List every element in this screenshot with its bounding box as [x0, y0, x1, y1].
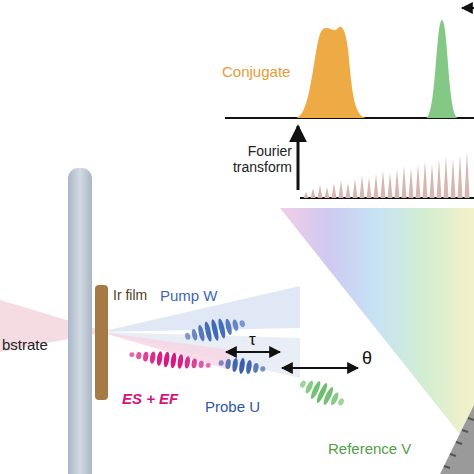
part-label: Ir film	[113, 287, 147, 303]
fringe	[402, 166, 407, 198]
fringe	[388, 173, 393, 198]
grating-teeth	[444, 418, 474, 468]
fringe	[444, 156, 449, 198]
fringe	[374, 174, 379, 198]
spectrum-fan	[280, 208, 474, 445]
angle-symbol: θ	[362, 348, 372, 369]
fringe	[367, 178, 372, 198]
part-label: bstrate	[2, 336, 48, 353]
fringe	[423, 161, 428, 198]
field-label: ES + EF	[122, 390, 178, 407]
substrate	[68, 168, 92, 474]
fringe	[339, 180, 344, 198]
beam-label: Probe U	[205, 398, 260, 415]
signal-peak	[426, 20, 458, 118]
fringe	[458, 155, 463, 198]
pump-beam	[100, 286, 300, 332]
probe-beam	[100, 332, 300, 378]
beam-label: Pump W	[160, 287, 218, 304]
light-pulse	[218, 355, 267, 377]
fringe	[346, 182, 351, 198]
fringe	[353, 179, 358, 198]
light-pulse	[296, 373, 348, 413]
peak-label: Conjugate	[222, 63, 290, 80]
light-pulse	[128, 346, 212, 373]
fringe	[451, 158, 456, 198]
conjugate-peak	[296, 27, 366, 118]
fringe	[360, 175, 365, 198]
fringe	[395, 169, 400, 198]
fringe	[416, 164, 421, 198]
fringe	[430, 163, 435, 198]
fringe	[318, 185, 323, 198]
fringe	[332, 184, 337, 198]
fringe	[465, 151, 470, 198]
process-label: Fourier transform	[220, 143, 292, 175]
grating	[440, 405, 474, 474]
ft-arrow	[297, 126, 300, 190]
delay-symbol: τ	[249, 330, 256, 350]
fringe	[325, 187, 330, 198]
fringe	[311, 188, 316, 198]
arrow	[462, 7, 474, 9]
fringe	[437, 160, 442, 198]
angle-arrow	[282, 367, 358, 369]
fringe	[409, 168, 414, 198]
light-pulse	[183, 312, 248, 347]
fringe	[381, 170, 386, 198]
delay-arrow	[226, 351, 280, 353]
beam-label: Reference V	[328, 440, 411, 457]
fringe	[304, 192, 309, 198]
ir-film	[95, 285, 108, 400]
